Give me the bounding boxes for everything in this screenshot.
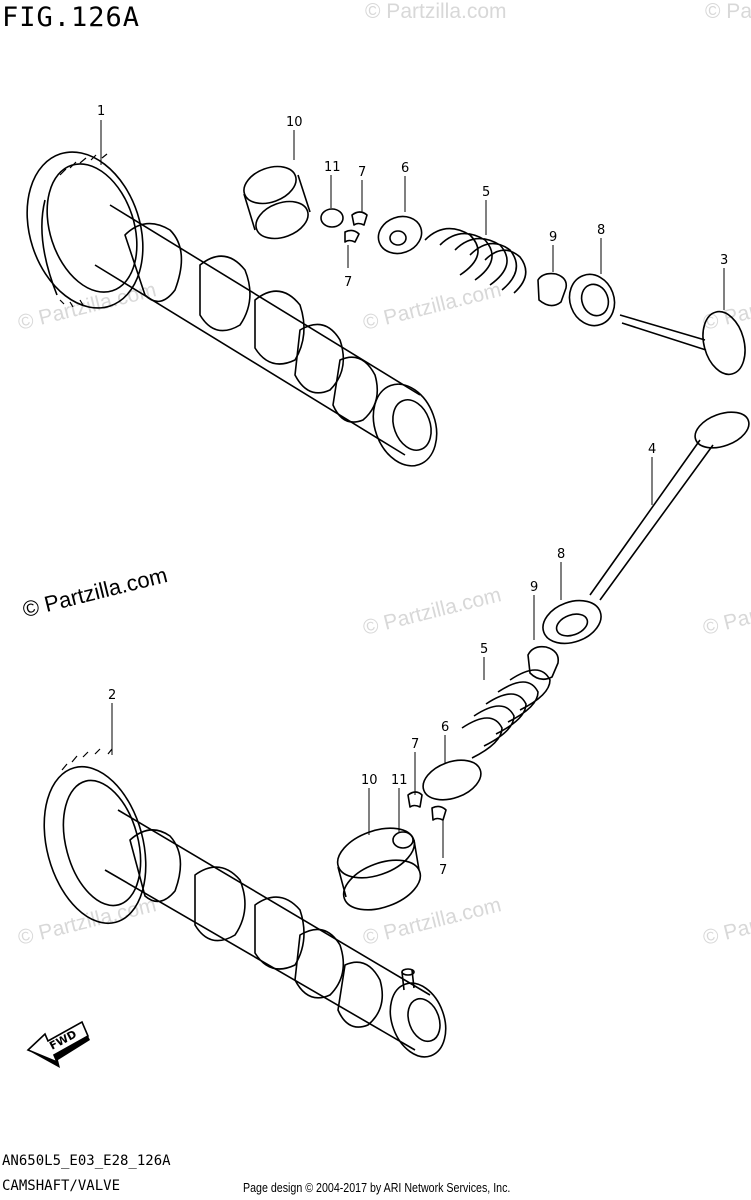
figure-code: AN650L5_E03_E28_126A: [2, 1153, 171, 1169]
callouts-top: 1 10 11 7 6 7 5 9 8 3: [97, 104, 728, 290]
fwd-arrow: FWD: [26, 1020, 90, 1068]
watermark: © Partzilla.com: [705, 0, 751, 23]
watermark: © Partzilla.com: [361, 893, 504, 950]
leader-lines: [100, 120, 725, 858]
callout-number: 10: [361, 773, 378, 788]
watermark: © Partzilla.com: [701, 583, 751, 640]
callouts-bottom: 4 8 9 5 6 7 2 10 11 7: [108, 442, 656, 878]
watermark: © Partzilla.com: [16, 893, 159, 950]
callout-number: 1: [97, 104, 105, 119]
page-credit: Page design © 2004-2017 by ARI Network S…: [243, 1180, 511, 1195]
watermark: © Partzilla.com: [361, 583, 504, 640]
callout-number: 11: [391, 773, 408, 788]
valve-train-upper: [243, 165, 746, 376]
valve-train-lower: [336, 411, 750, 911]
watermark: © Partzilla.com: [701, 893, 751, 950]
camshaft-2: [43, 748, 447, 1058]
callout-number: 10: [286, 115, 303, 130]
figure-title: FIG.126A: [2, 2, 141, 33]
camshaft-1: [26, 151, 438, 467]
callout-number: 3: [720, 253, 728, 268]
callout-number: 7: [411, 737, 419, 752]
callout-number: 8: [557, 547, 565, 562]
callout-number: 5: [482, 185, 490, 200]
callout-number: 9: [530, 580, 538, 595]
callout-number: 8: [597, 223, 605, 238]
watermark: © Partzilla.com: [365, 0, 507, 23]
callout-number: 4: [648, 442, 656, 457]
watermark: © Partzilla.com: [701, 278, 751, 335]
callout-number: 7: [344, 275, 352, 290]
callout-number: 9: [549, 230, 557, 245]
figure-subtitle: CAMSHAFT/VALVE: [2, 1178, 121, 1194]
callout-number: 5: [480, 642, 488, 657]
callout-number: 6: [401, 161, 409, 176]
watermark: © Partzilla.com: [361, 278, 504, 335]
callout-number: 11: [324, 160, 341, 175]
callout-number: 6: [441, 720, 449, 735]
callout-number: 7: [439, 863, 447, 878]
callout-number: 2: [108, 688, 116, 703]
callout-number: 7: [358, 165, 366, 180]
